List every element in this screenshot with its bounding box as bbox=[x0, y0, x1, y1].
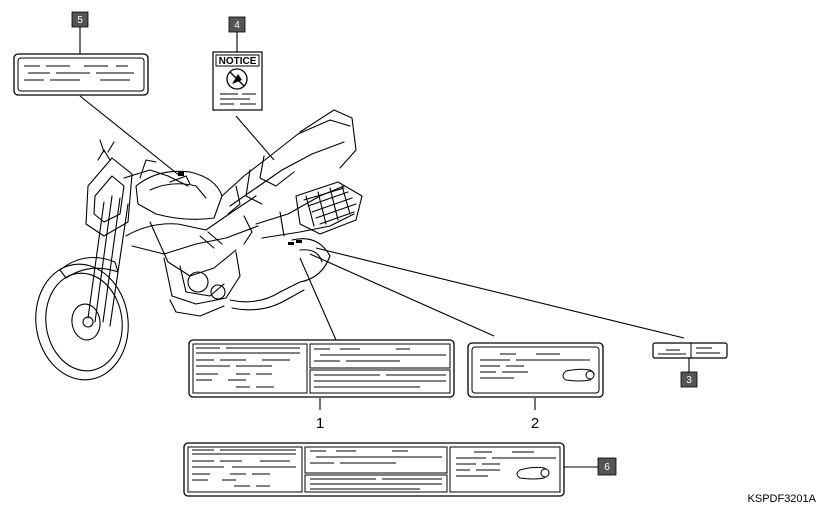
notice-heading: NOTICE bbox=[219, 56, 257, 67]
svg-text:6: 6 bbox=[604, 462, 610, 473]
label-6 bbox=[183, 442, 565, 497]
label-mark-5 bbox=[178, 172, 184, 176]
leader-line-5 bbox=[79, 95, 181, 177]
leader-line-4 bbox=[235, 115, 275, 161]
leader-line-2 bbox=[309, 253, 495, 337]
callout-badge-4: 4 bbox=[228, 16, 246, 33]
label-5 bbox=[13, 53, 149, 96]
leader-lines bbox=[79, 26, 690, 468]
label-4: NOTICE bbox=[212, 51, 263, 111]
callout-number-1: 1 bbox=[316, 415, 324, 432]
callout-badge-5: 5 bbox=[71, 11, 89, 28]
label-mark-1 bbox=[288, 242, 294, 245]
label-2 bbox=[467, 342, 604, 398]
no-entry-symbol-icon bbox=[226, 68, 248, 90]
wrench-icon bbox=[516, 466, 550, 480]
label-3 bbox=[652, 342, 728, 359]
svg-text:3: 3 bbox=[686, 375, 692, 386]
label-1 bbox=[188, 339, 455, 398]
figure-code: KSPDF3201A bbox=[748, 493, 817, 505]
svg-text:5: 5 bbox=[77, 15, 83, 26]
svg-text:4: 4 bbox=[234, 20, 240, 31]
callout-badge-3: 3 bbox=[680, 371, 698, 388]
label-mark-2 bbox=[296, 240, 302, 243]
callout-number-2: 2 bbox=[531, 415, 539, 432]
wrench-icon bbox=[562, 368, 595, 382]
callout-badge-6: 6 bbox=[597, 457, 617, 476]
leader-line-1 bbox=[299, 257, 337, 341]
leader-line-3 bbox=[315, 247, 685, 339]
motorcycle-illustration bbox=[35, 109, 363, 381]
